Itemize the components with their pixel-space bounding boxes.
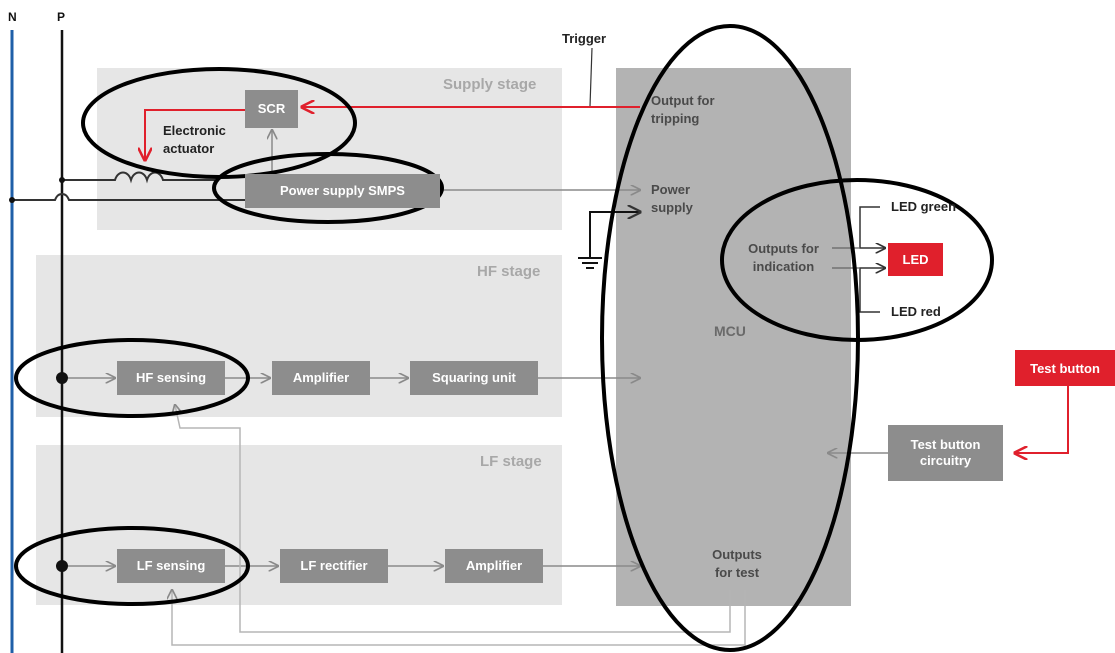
output-for-tripping-label: Output for tripping: [651, 93, 715, 126]
test-button[interactable]: Test button: [1015, 350, 1115, 386]
lf-stage-label: LF stage: [480, 453, 542, 470]
squaring-unit-block: Squaring unit: [410, 361, 538, 395]
hf-junction: [56, 372, 68, 384]
test-loop-lf: [172, 590, 746, 646]
outputs-for-indication-label: Outputs for indication: [748, 241, 819, 274]
trigger-pointer: [589, 47, 593, 107]
power-supply-smps-block: Power supply SMPS: [245, 174, 440, 208]
supply-wire-bottom: [12, 193, 245, 201]
power-supply-input-label: Power supply: [651, 182, 693, 215]
phase-rail-label: P: [57, 10, 66, 24]
ellipse-lf-sensing: [14, 526, 250, 606]
hf-sensing-block: HF sensing: [117, 361, 225, 395]
led-red-label: LED red: [891, 304, 941, 319]
test-button-red-wire: [1015, 386, 1069, 453]
led-red-wire: [859, 268, 885, 313]
led-green-label: LED green: [891, 199, 957, 214]
test-button-circuitry-block: Test button circuitry: [888, 425, 1003, 481]
supply-wire-top: [62, 171, 215, 184]
ellipse-hf-sensing: [14, 338, 250, 418]
trigger-label: Trigger: [562, 31, 607, 46]
supply-junction-p: [59, 177, 65, 183]
hf-stage-label: HF stage: [477, 263, 541, 280]
ellipse-led: [720, 178, 994, 342]
supply-junction-n: [9, 197, 15, 203]
ellipse-smps: [212, 152, 444, 224]
test-loop-hf: [175, 405, 731, 633]
supply-stage-label: Supply stage: [443, 76, 537, 93]
led-block: LED: [888, 243, 943, 276]
neutral-rail-label: N: [8, 10, 17, 24]
outputs-for-test-label: Outputs for test: [712, 547, 762, 580]
mcu-label: MCU: [714, 323, 746, 339]
led-green-wire: [859, 206, 885, 248]
ground-wire: [589, 212, 640, 258]
lf-rectifier-block: LF rectifier: [280, 549, 388, 583]
electronic-actuator-label: Electronic actuator: [163, 123, 226, 156]
hf-amplifier-block: Amplifier: [272, 361, 370, 395]
lf-junction: [56, 560, 68, 572]
scr-block: SCR: [245, 90, 298, 128]
lf-sensing-block: LF sensing: [117, 549, 225, 583]
lf-amplifier-block: Amplifier: [445, 549, 543, 583]
actuator-red-line: [145, 109, 245, 160]
